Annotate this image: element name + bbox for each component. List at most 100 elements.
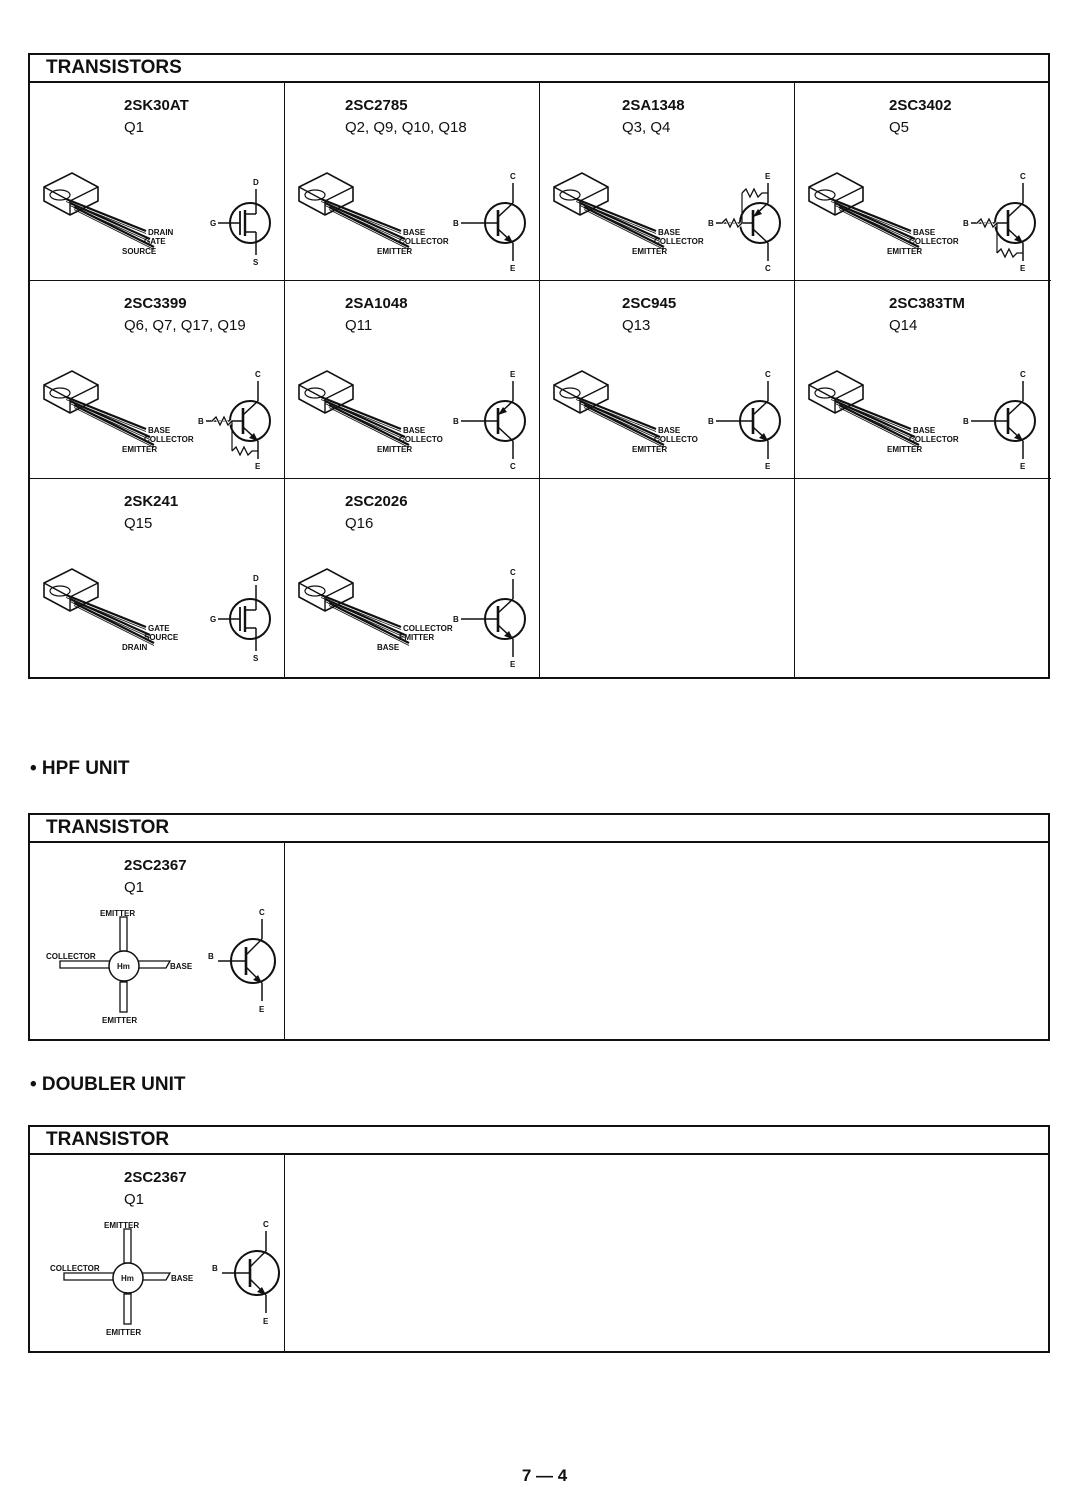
transistors-table-title: TRANSISTORS <box>30 55 1048 83</box>
bjt-symbol: EBC <box>453 370 526 471</box>
pin-label: E <box>255 462 261 471</box>
pin-label: C <box>510 462 516 471</box>
hpf-transistor-cell: 2SC2367 Q1 Hm EMITTER COLLECTOR BASE EMI… <box>30 843 285 1039</box>
pin-label: E <box>1020 462 1026 471</box>
doubler-section-title: • DOUBLER UNIT <box>30 1074 186 1095</box>
doubler-lead-label-bottom: EMITTER <box>106 1328 141 1337</box>
ref-designators: Q5 <box>889 119 910 136</box>
hpf-package-diagram: Hm EMITTER COLLECTOR BASE EMITTER C B <box>46 908 276 1025</box>
bjt-symbol: CBE <box>963 172 1036 273</box>
doubler-package-center-label: Hm <box>121 1274 134 1283</box>
lead-label: BASE <box>913 228 936 237</box>
hpf-pin-e: E <box>259 1005 265 1014</box>
hpf-part-number: 2SC2367 <box>124 857 187 874</box>
fet-symbol: DGS <box>210 574 271 663</box>
package-leads <box>320 593 410 646</box>
package-leads <box>320 197 410 250</box>
lead-label: EMITTER <box>632 445 667 454</box>
lead-label: EMITTER <box>122 445 157 454</box>
lead-label: BASE <box>403 228 426 237</box>
package-body <box>808 172 864 216</box>
doubler-pin-e: E <box>263 1317 269 1326</box>
part-number: 2SK241 <box>124 493 179 510</box>
pin-label: B <box>708 219 714 228</box>
package-leads <box>830 197 920 250</box>
pin-label: C <box>1020 370 1026 379</box>
doubler-table-title: TRANSISTOR <box>30 1127 1048 1155</box>
lead-label: GATE <box>148 624 170 633</box>
package-body <box>298 370 354 414</box>
hpf-section-title: • HPF UNIT <box>30 758 130 779</box>
pin-label: C <box>765 370 771 379</box>
package-leads <box>65 395 155 448</box>
hpf-table: TRANSISTOR 2SC2367 Q1 Hm EMITTER COLLECT… <box>28 813 1050 1041</box>
hpf-table-title: TRANSISTOR <box>30 815 1048 843</box>
doubler-empty-cell <box>285 1155 1048 1351</box>
pin-label: C <box>255 370 261 379</box>
lead-label: COLLECTO <box>399 435 443 444</box>
lead-label: BASE <box>913 426 936 435</box>
package-leads <box>830 395 920 448</box>
pin-label: B <box>198 417 204 426</box>
ref-designators: Q15 <box>124 515 153 532</box>
hpf-package-center-label: Hm <box>117 962 130 971</box>
part-number: 2SA1048 <box>345 295 408 312</box>
pin-label: D <box>253 574 259 583</box>
ref-designators: Q3, Q4 <box>622 119 671 136</box>
pin-label: E <box>765 172 771 181</box>
part-number: 2SC3402 <box>889 97 952 114</box>
lead-label: SOURCE <box>122 247 157 256</box>
lead-label: EMITTER <box>887 445 922 454</box>
ref-designators: Q6, Q7, Q17, Q19 <box>124 317 246 334</box>
lead-label: COLLECTO <box>654 435 698 444</box>
pin-label: B <box>963 417 969 426</box>
hpf-lead-label-bottom: EMITTER <box>102 1016 137 1025</box>
pin-label: G <box>210 219 216 228</box>
lead-label: EMITTER <box>377 445 412 454</box>
pin-label: D <box>253 178 259 187</box>
pin-label: S <box>253 258 259 267</box>
bjt-symbol: C B E <box>963 370 1036 471</box>
lead-label: EMITTER <box>887 247 922 256</box>
pin-label: E <box>765 462 771 471</box>
doubler-lead-label-top: EMITTER <box>104 1221 139 1230</box>
doubler-table: TRANSISTOR 2SC2367 Q1 Hm EMITTER COLLECT… <box>28 1125 1050 1353</box>
lead-label: BASE <box>658 228 681 237</box>
lead-label: COLLECTOR <box>403 624 453 633</box>
bjt-symbol: C B E <box>198 370 271 471</box>
part-number: 2SK30AT <box>124 97 189 114</box>
lead-label: COLLECTOR <box>654 237 704 246</box>
doubler-lead-label-right: BASE <box>171 1274 194 1283</box>
package-leads <box>575 395 665 448</box>
lead-label: BASE <box>148 426 171 435</box>
ref-designators: Q2, Q9, Q10, Q18 <box>345 119 467 136</box>
ref-designators: Q16 <box>345 515 374 532</box>
part-number: 2SC2785 <box>345 97 408 114</box>
ref-designators: Q14 <box>889 317 918 334</box>
pin-label: E <box>510 660 516 669</box>
pin-label: E <box>510 264 516 273</box>
part-number: 2SC383TM <box>889 295 965 312</box>
lead-label: COLLECTOR <box>399 237 449 246</box>
pin-label: C <box>1020 172 1026 181</box>
hpf-lead-label-left: COLLECTOR <box>46 952 96 961</box>
part-number: 2SC2026 <box>345 493 408 510</box>
lead-label: BASE <box>658 426 681 435</box>
pin-label: C <box>765 264 771 273</box>
hpf-pin-c: C <box>259 908 265 917</box>
lead-label: GATE <box>144 237 166 246</box>
lead-label: BASE <box>403 426 426 435</box>
doubler-npn-symbol: C B E <box>212 1220 280 1326</box>
hpf-ref-designator: Q1 <box>124 879 145 896</box>
pin-label: B <box>963 219 969 228</box>
